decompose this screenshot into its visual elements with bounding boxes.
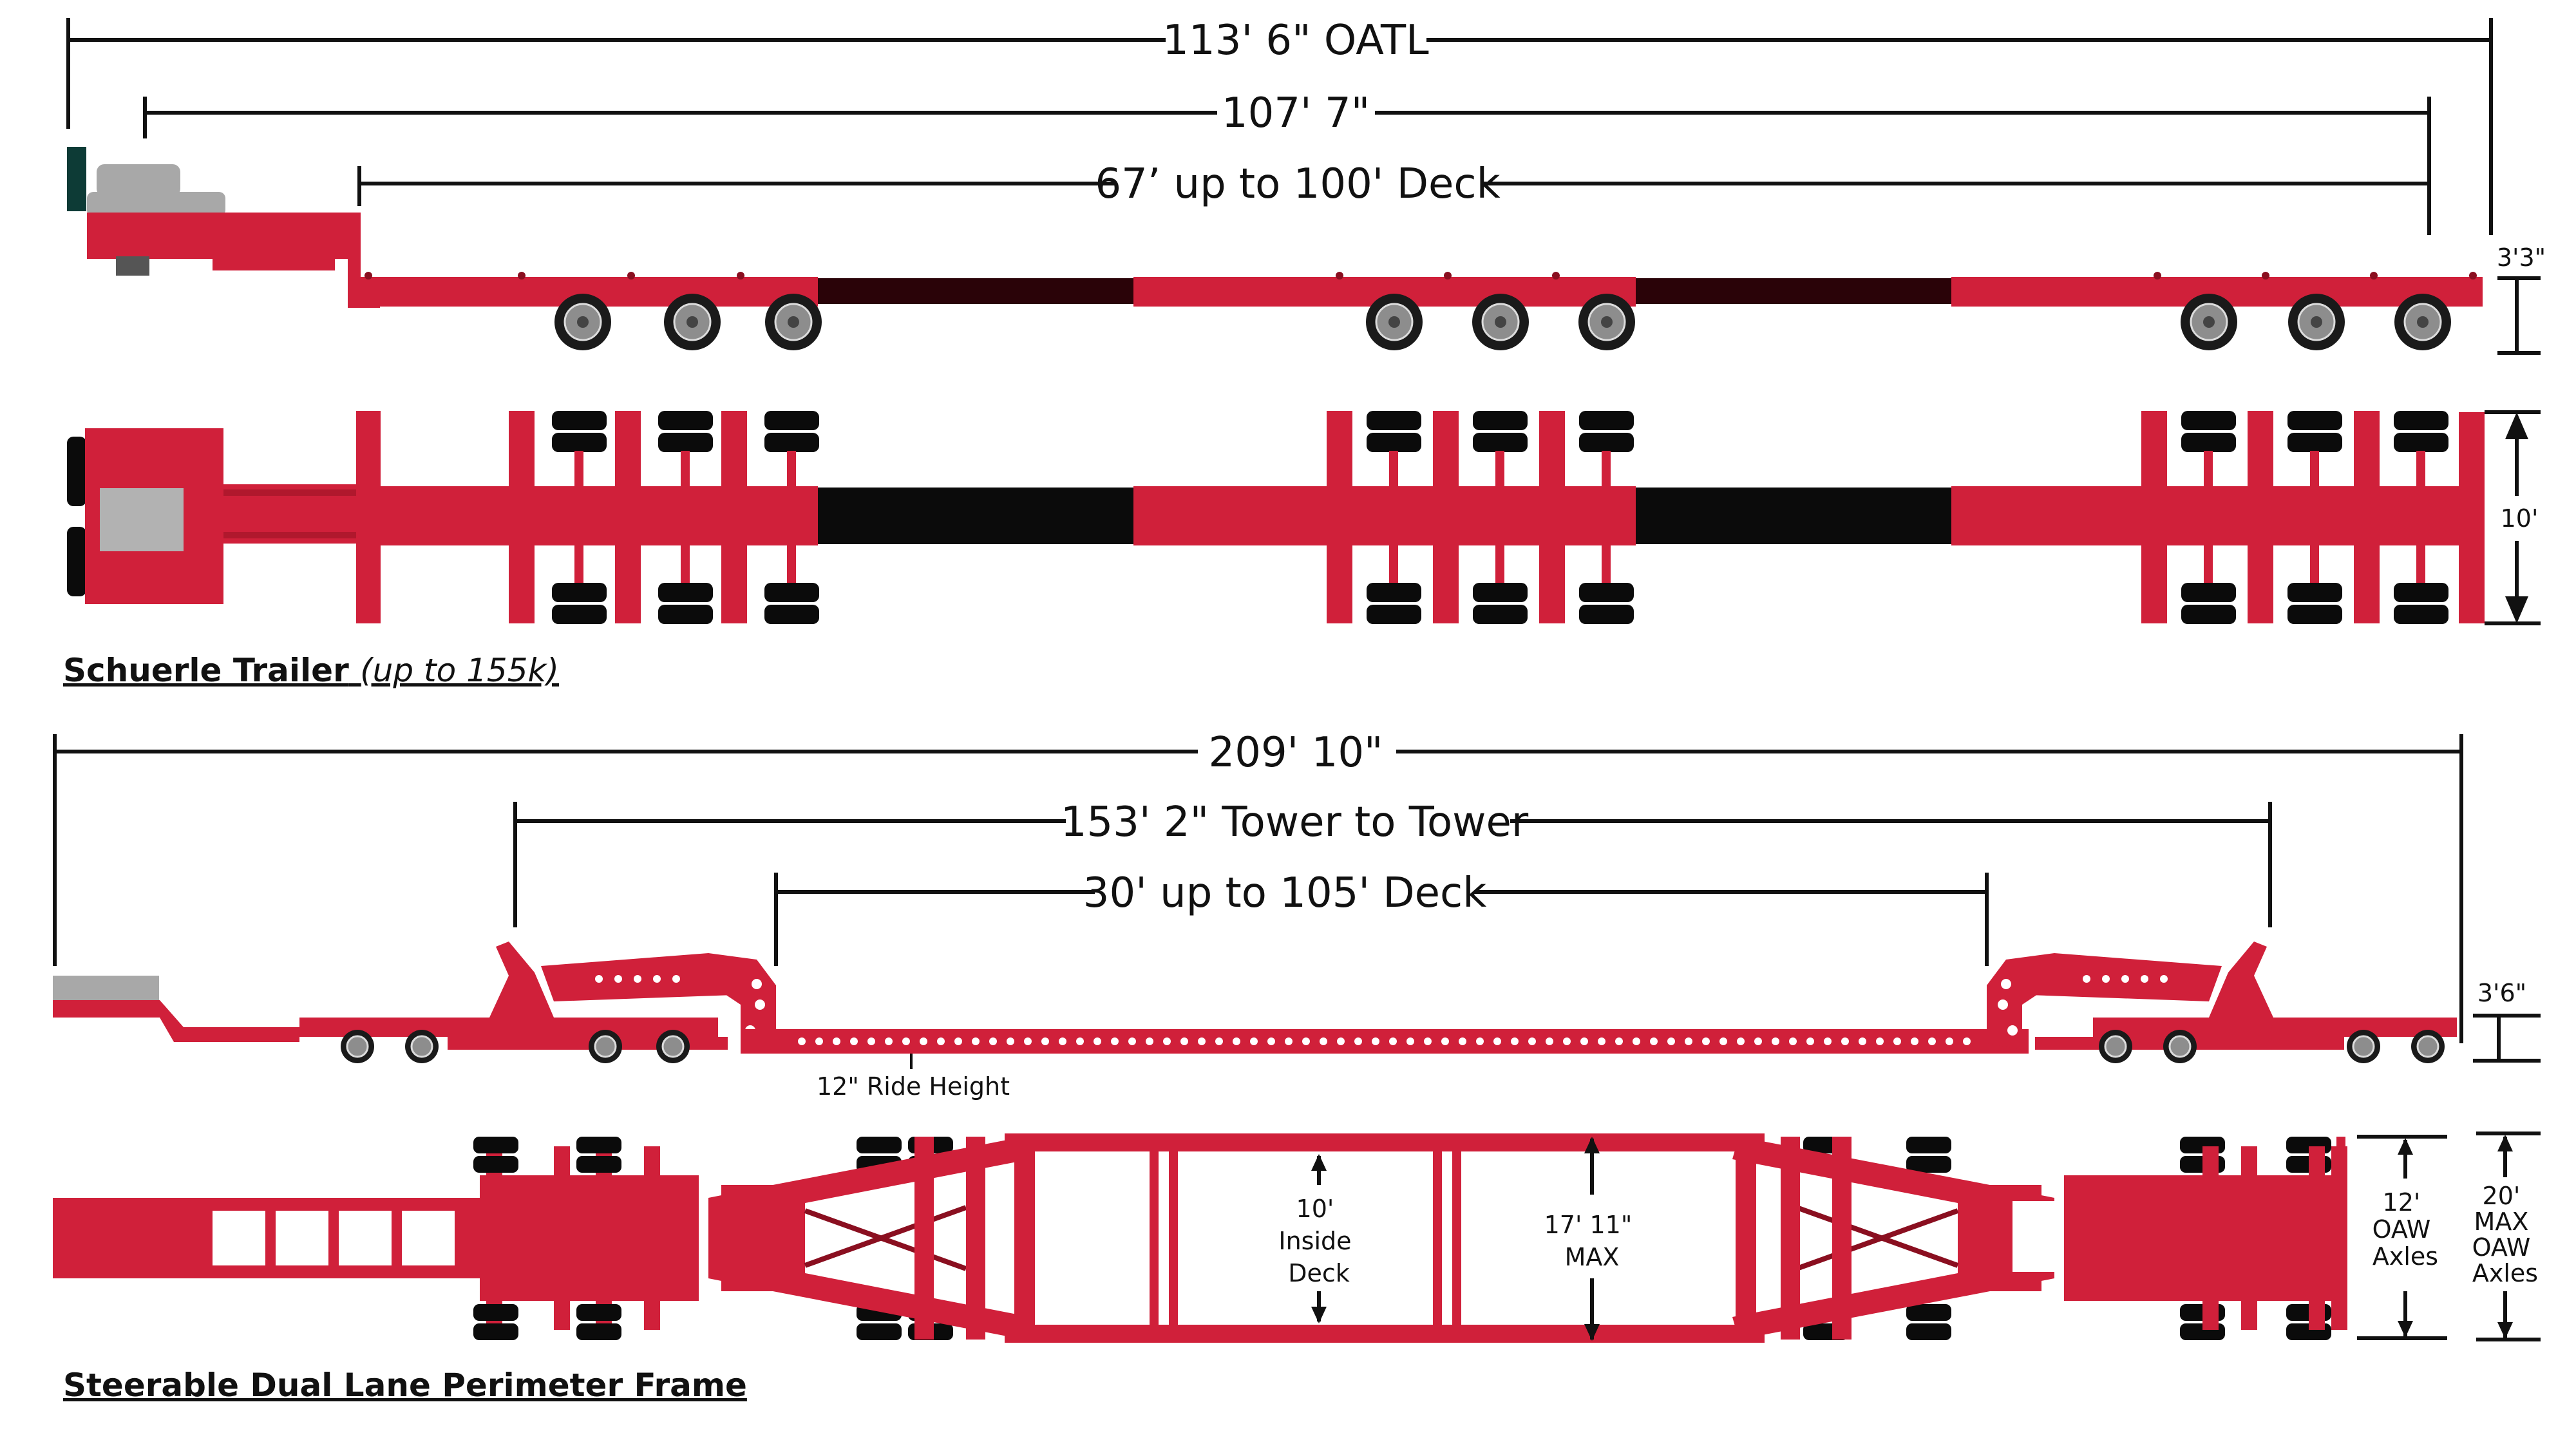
deck-hole bbox=[1754, 1037, 1762, 1045]
deck-hole bbox=[1285, 1037, 1293, 1045]
schuerle-dimension-lines bbox=[66, 18, 2541, 625]
deck-hole bbox=[850, 1037, 858, 1045]
deck-hole bbox=[1702, 1037, 1710, 1045]
schuerle-title: Schuerle Trailer (up to 155k) bbox=[63, 652, 559, 689]
deck-hole bbox=[1928, 1037, 1936, 1045]
deck-hole bbox=[1441, 1037, 1449, 1045]
deck-hole bbox=[1806, 1037, 1814, 1045]
deck-hole bbox=[1128, 1037, 1136, 1045]
deck-hole bbox=[1963, 1037, 1971, 1045]
deck-hole bbox=[798, 1037, 806, 1045]
schuerle-top-view bbox=[67, 411, 2485, 624]
deck-hole bbox=[1893, 1037, 1901, 1045]
deck-hole bbox=[1302, 1037, 1310, 1045]
perimeter-deck-length: 30' up to 105' Deck bbox=[1083, 869, 1487, 917]
deck-hole bbox=[1859, 1037, 1866, 1045]
deck-hole bbox=[1267, 1037, 1275, 1045]
deck-hole bbox=[1841, 1037, 1849, 1045]
perimeter-dimension-lines bbox=[53, 734, 2541, 1069]
deck-hole bbox=[1476, 1037, 1484, 1045]
deck-hole bbox=[989, 1037, 997, 1045]
deck-hole bbox=[1563, 1037, 1571, 1045]
deck-hole bbox=[1007, 1037, 1014, 1045]
schuerle-width-label: 10' bbox=[2501, 504, 2539, 533]
deck-hole bbox=[1911, 1037, 1918, 1045]
deck-hole bbox=[833, 1037, 840, 1045]
perimeter-height-label: 3'6" bbox=[2477, 979, 2526, 1007]
deck-hole bbox=[1615, 1037, 1623, 1045]
schuerle-side-view bbox=[67, 147, 2483, 350]
oaw-axles-label: 12' OAW Axles bbox=[2372, 1188, 2439, 1271]
deck-hole bbox=[1041, 1037, 1049, 1045]
ride-height-label: 12" Ride Height bbox=[817, 1072, 1010, 1101]
deck-hole bbox=[1163, 1037, 1171, 1045]
deck-hole bbox=[1946, 1037, 1953, 1045]
deck-hole bbox=[1719, 1037, 1727, 1045]
deck-hole bbox=[885, 1037, 893, 1045]
deck-hole bbox=[920, 1037, 927, 1045]
perimeter-width-lines bbox=[1311, 1132, 2541, 1341]
deck-hole bbox=[1650, 1037, 1658, 1045]
deck-hole bbox=[1876, 1037, 1884, 1045]
deck-hole bbox=[815, 1037, 823, 1045]
deck-hole bbox=[1459, 1037, 1466, 1045]
deck-hole bbox=[867, 1037, 875, 1045]
max-width-label: 17' 11" MAX bbox=[1544, 1211, 1640, 1271]
deck-hole bbox=[1528, 1037, 1536, 1045]
schuerle-overall-length: 113' 6" OATL bbox=[1162, 17, 1429, 64]
deck-hole bbox=[1215, 1037, 1223, 1045]
deck-hole bbox=[1493, 1037, 1501, 1045]
schuerle-deck-length: 67’ up to 100' Deck bbox=[1095, 160, 1500, 208]
max-oaw-axles-label: 20' MAX OAW Axles bbox=[2472, 1182, 2539, 1287]
deck-hole bbox=[1337, 1037, 1345, 1045]
deck-hole bbox=[1389, 1037, 1397, 1045]
deck-hole bbox=[1406, 1037, 1414, 1045]
deck-hole bbox=[1824, 1037, 1832, 1045]
perimeter-top-view bbox=[53, 1133, 2347, 1343]
deck-hole bbox=[1685, 1037, 1692, 1045]
deck-hole bbox=[1198, 1037, 1206, 1045]
deck-hole bbox=[1180, 1037, 1188, 1045]
deck-hole bbox=[972, 1037, 980, 1045]
deck-hole bbox=[1233, 1037, 1240, 1045]
deck-hole bbox=[1354, 1037, 1362, 1045]
deck-hole bbox=[1076, 1037, 1084, 1045]
deck-hole bbox=[1598, 1037, 1605, 1045]
deck-hole bbox=[1546, 1037, 1553, 1045]
perimeter-side-view bbox=[53, 942, 2457, 1063]
deck-hole bbox=[1146, 1037, 1153, 1045]
deck-hole bbox=[1372, 1037, 1379, 1045]
perimeter-tower-length: 153' 2" Tower to Tower bbox=[1061, 799, 1529, 846]
deck-hole bbox=[1024, 1037, 1032, 1045]
deck-hole bbox=[1511, 1037, 1519, 1045]
schuerle-middle-length: 107' 7" bbox=[1222, 90, 1370, 137]
deck-hole bbox=[1737, 1037, 1745, 1045]
deck-hole bbox=[1667, 1037, 1675, 1045]
deck-hole bbox=[1094, 1037, 1101, 1045]
deck-hole bbox=[1250, 1037, 1258, 1045]
deck-hole bbox=[1772, 1037, 1779, 1045]
schuerle-height-label: 3'3" bbox=[2497, 243, 2546, 272]
schuerle-side-wheels bbox=[554, 294, 2451, 350]
perimeter-overall-length: 209' 10" bbox=[1209, 729, 1383, 777]
perimeter-title: Steerable Dual Lane Perimeter Frame bbox=[63, 1367, 747, 1404]
deck-hole bbox=[1789, 1037, 1797, 1045]
deck-hole bbox=[902, 1037, 910, 1045]
deck-hole bbox=[937, 1037, 945, 1045]
deck-hole bbox=[1633, 1037, 1640, 1045]
inside-deck-label: 10' Inside Deck bbox=[1278, 1195, 1359, 1287]
deck-hole bbox=[1320, 1037, 1327, 1045]
deck-holes bbox=[798, 1037, 1971, 1045]
deck-hole bbox=[954, 1037, 962, 1045]
deck-hole bbox=[1059, 1037, 1066, 1045]
deck-hole bbox=[1424, 1037, 1432, 1045]
deck-hole bbox=[1111, 1037, 1119, 1045]
deck-hole bbox=[1580, 1037, 1588, 1045]
